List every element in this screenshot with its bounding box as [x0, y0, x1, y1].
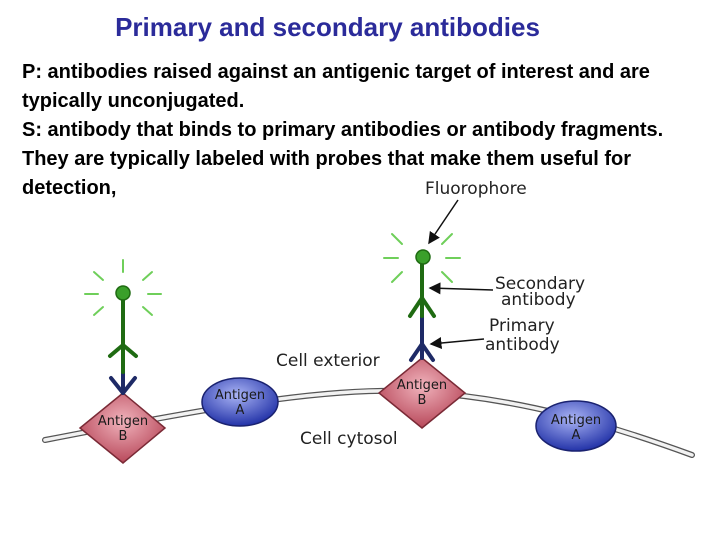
primary-label-line1: Primary [489, 316, 555, 336]
primary-label-line2: antibody [485, 335, 560, 355]
antigen-a-right: Antigen A [535, 400, 617, 452]
antigen-b-left: Antigen B [78, 392, 167, 464]
antigen-b-left-label-2: B [119, 429, 128, 444]
secondary-antibody-left [108, 298, 138, 374]
cell-cytosol-label: Cell cytosol [300, 429, 398, 449]
slide-title: Primary and secondary antibodies [115, 12, 540, 42]
antigen-a-left: Antigen A [201, 377, 279, 427]
secondary-label-line2: antibody [501, 290, 576, 310]
primary-antibody-left [109, 370, 137, 395]
antigen-b-right-label-2: B [418, 393, 427, 408]
fluorophore-right [383, 233, 461, 283]
antigen-b-right-label-1: Antigen [397, 378, 447, 393]
primary-arrow [429, 337, 485, 349]
antigen-a-left-label-2: A [236, 403, 245, 418]
primary-definition: P: antibodies raised against an antigeni… [22, 61, 650, 112]
fluorophore-label: Fluorophore [425, 179, 527, 199]
antigen-a-left-label-1: Antigen [215, 388, 265, 403]
fluorophore-left [84, 259, 162, 316]
secondary-label-line1: Secondary [495, 274, 585, 294]
cell-exterior-label: Cell exterior [276, 351, 380, 371]
secondary-arrow [428, 282, 494, 295]
fluorophore-arrow [428, 199, 459, 245]
secondary-definition: S: antibody that binds to primary antibo… [22, 119, 664, 199]
primary-antibody-right [409, 314, 435, 362]
description-block: P: antibodies raised against an antigeni… [22, 58, 702, 203]
antigen-a-right-label-2: A [572, 428, 581, 443]
antigen-a-right-label-1: Antigen [551, 413, 601, 428]
secondary-antibody-right [408, 260, 436, 318]
antigen-b-right: Antigen B [377, 357, 467, 429]
antigen-b-left-label-1: Antigen [98, 414, 148, 429]
